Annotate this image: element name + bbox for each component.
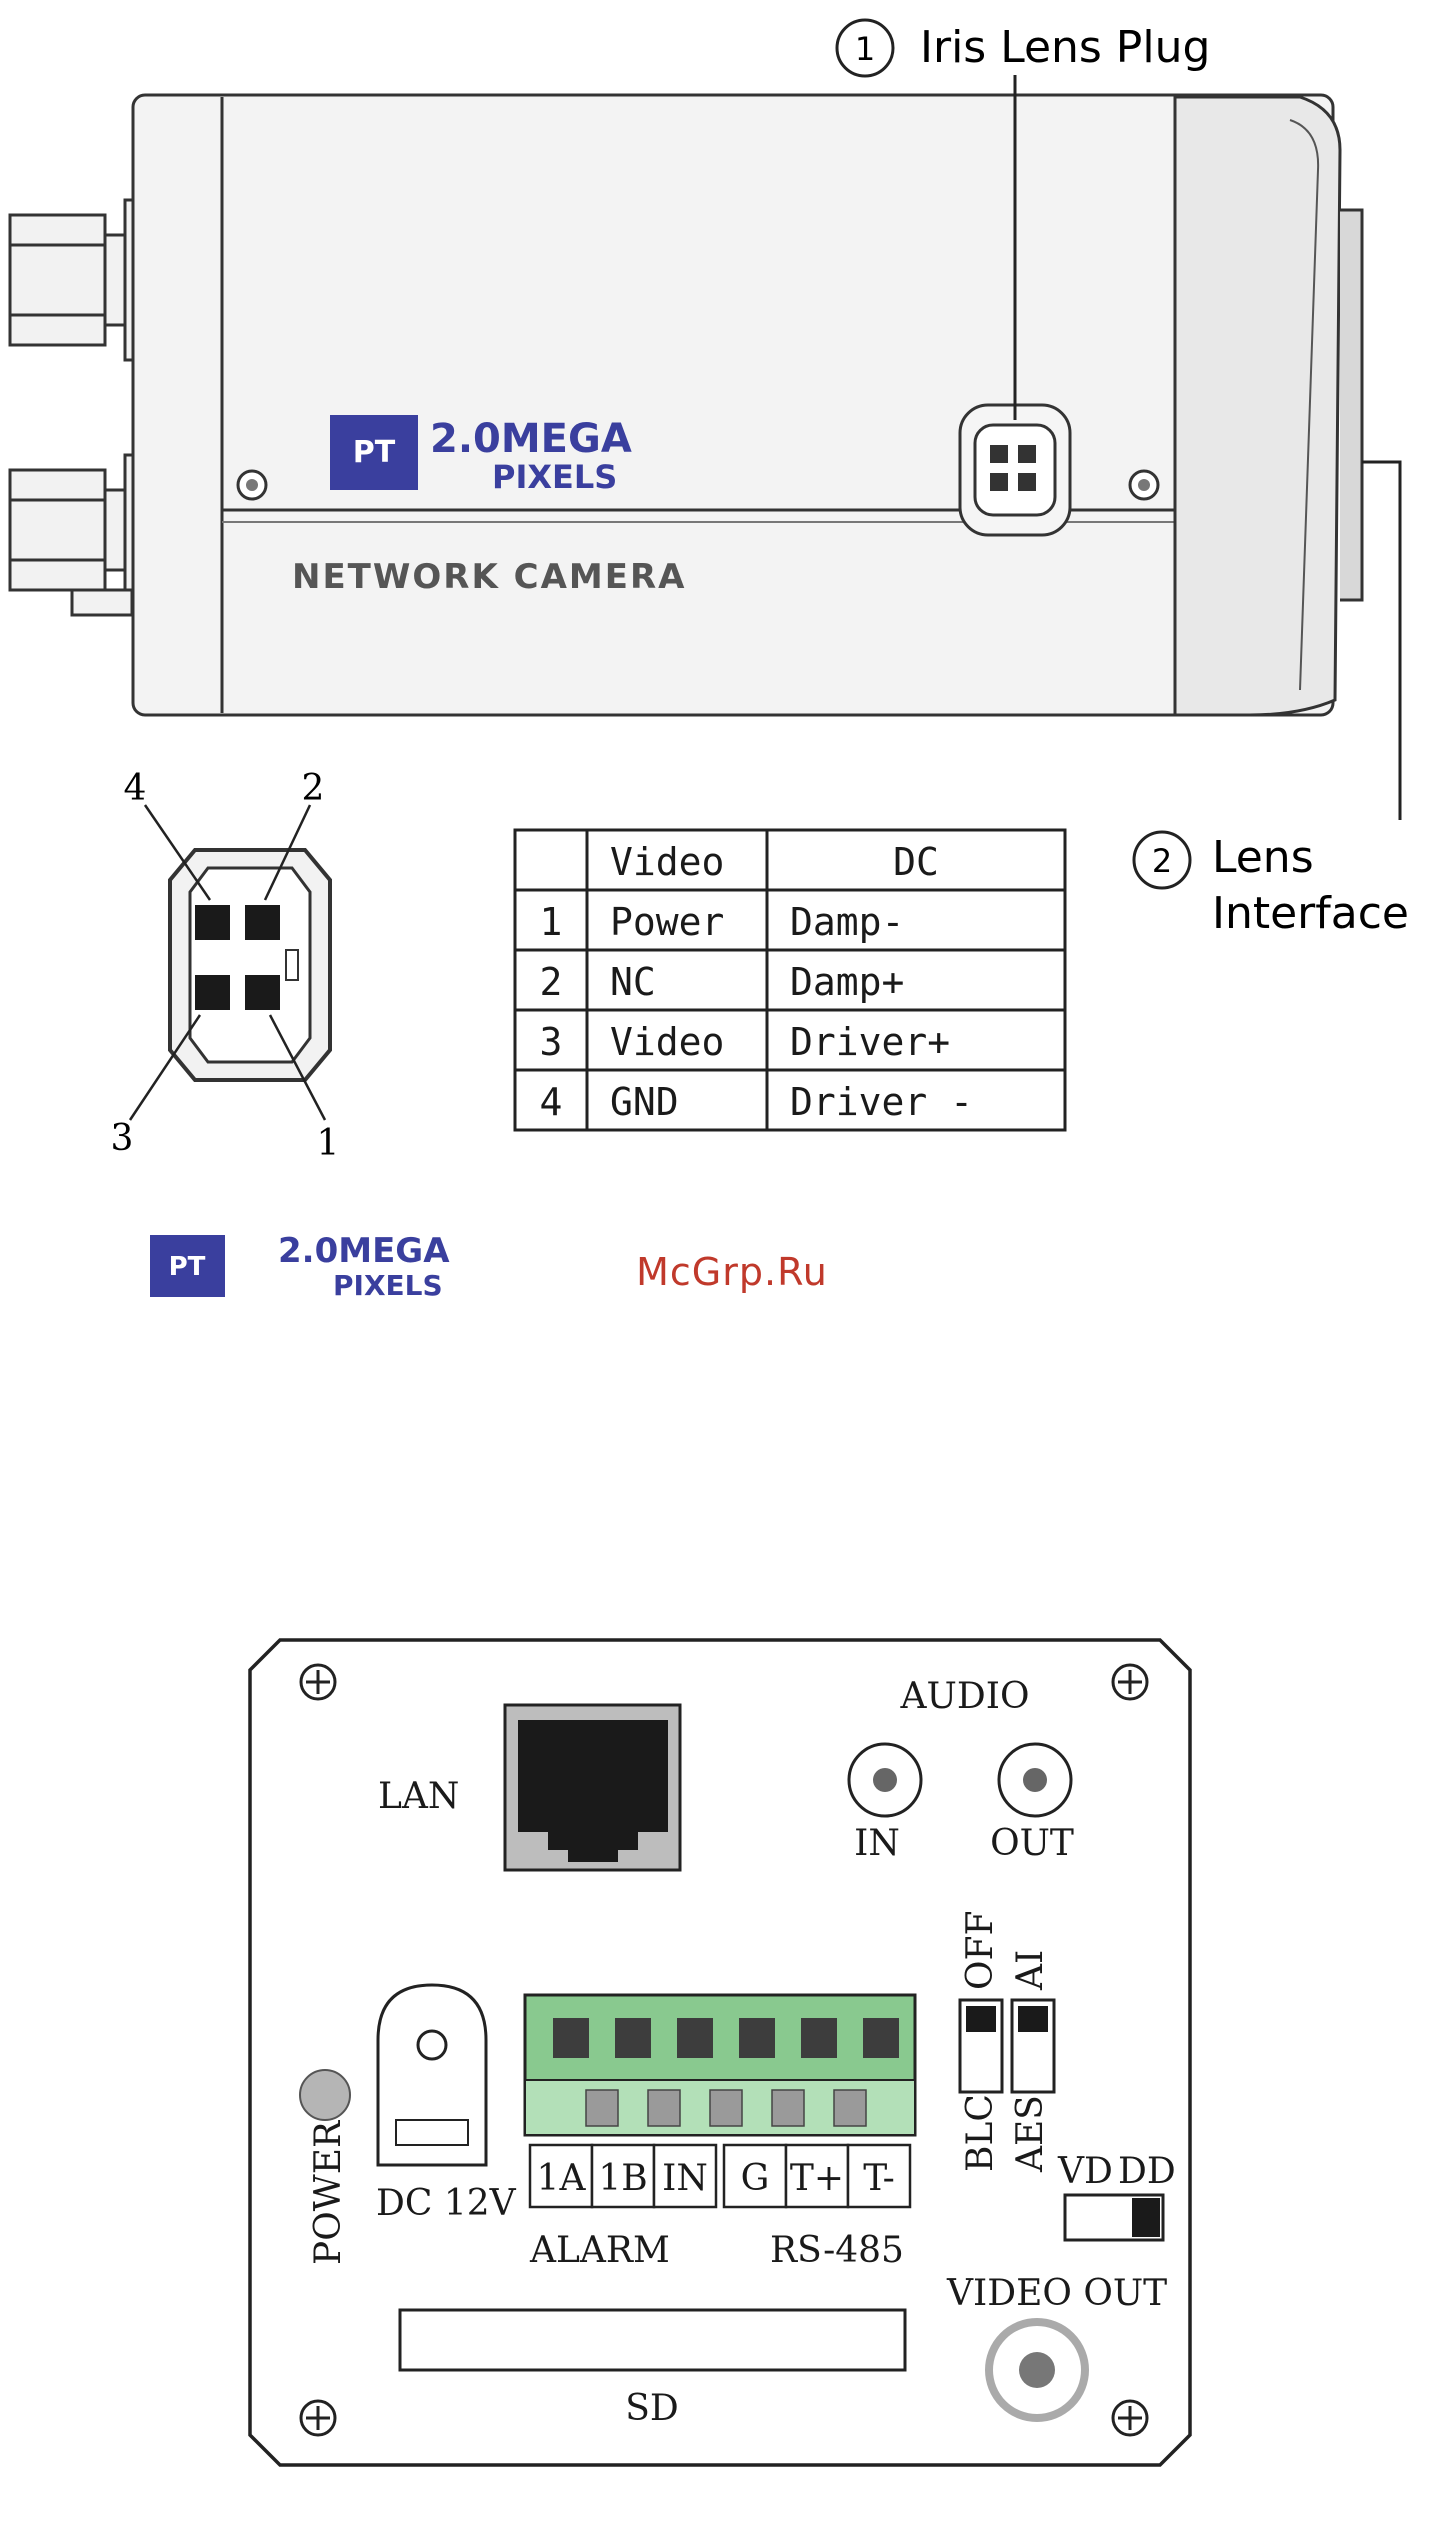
dc-12v-label: DC 12V — [376, 2183, 517, 2224]
audio-in-jack — [849, 1744, 921, 1816]
callout-iris-number: 1 — [855, 30, 875, 68]
switch-ai-label: AI — [1010, 1950, 1051, 1991]
lan-label: LAN — [378, 1776, 459, 1817]
rear-panel — [250, 1640, 1190, 2465]
terminal-tplus-label: T+ — [790, 2158, 844, 2199]
plug-pinout: 4 2 3 1 — [111, 768, 340, 1164]
small-logo: PT 2.0MEGA PIXELS — [150, 1231, 450, 1302]
power-led — [300, 2070, 350, 2120]
audio-out-jack — [999, 1744, 1071, 1816]
table-cell: 1 — [540, 900, 563, 944]
pin-4-square — [195, 905, 230, 940]
dd-label: DD — [1118, 2151, 1176, 2192]
video-out-label: VIDEO OUT — [946, 2273, 1167, 2314]
pin-label-1: 1 — [317, 1123, 340, 1164]
logo-line2: PIXELS — [492, 458, 617, 496]
terminal-g-label: G — [741, 2158, 770, 2199]
terminal-in-label: IN — [662, 2158, 708, 2199]
camera-body — [133, 95, 1362, 715]
sd-label: SD — [625, 2388, 679, 2429]
alarm-label: ALARM — [529, 2230, 670, 2271]
table-cell: Damp- — [790, 900, 904, 944]
callout-lens-label-2: Interface — [1212, 888, 1409, 939]
dip-switch-aes — [1012, 2000, 1054, 2092]
pin-1-square — [245, 975, 280, 1010]
audio-in-label: IN — [854, 1823, 900, 1864]
switch-off-label: OFF — [960, 1911, 1001, 1990]
small-logo-line1: 2.0MEGA — [278, 1231, 450, 1271]
pin-table-text: Video DC 1 Power Damp- 2 NC Damp+ 3 Vide… — [540, 840, 973, 1124]
table-header-dc: DC — [893, 840, 939, 884]
table-cell: NC — [610, 960, 656, 1004]
table-cell: Video — [610, 1020, 724, 1064]
audio-label: AUDIO — [900, 1676, 1030, 1717]
vd-dd-switch — [1065, 2195, 1163, 2240]
pin-3-square — [195, 975, 230, 1010]
table-cell: Driver+ — [790, 1020, 950, 1064]
pin-label-3: 3 — [111, 1118, 134, 1159]
power-label: POWER — [308, 2120, 349, 2265]
table-cell: GND — [610, 1080, 679, 1124]
callout-lens-number: 2 — [1152, 842, 1172, 880]
table-cell: 2 — [540, 960, 563, 1004]
logo-line1: 2.0MEGA — [430, 416, 632, 462]
table-cell: Driver - — [790, 1080, 973, 1124]
switch-blc-label: BLC — [960, 2094, 1001, 2172]
switch-aes-label: AES — [1010, 2095, 1051, 2173]
model-text: NETWORK CAMERA — [292, 557, 686, 597]
audio-out-label: OUT — [990, 1823, 1074, 1864]
table-cell: Power — [610, 900, 724, 944]
pin-label-4: 4 — [124, 768, 147, 809]
video-out-connector — [989, 2322, 1085, 2418]
lan-port — [505, 1705, 680, 1870]
table-cell: 3 — [540, 1020, 563, 1064]
pin-2-square — [245, 905, 280, 940]
terminal-1b-label: 1B — [598, 2158, 647, 2199]
table-cell: Damp+ — [790, 960, 904, 1004]
table-header-video: Video — [610, 840, 724, 884]
vd-label: VD — [1057, 2151, 1113, 2192]
bnc-connector-top — [10, 200, 133, 360]
terminal-tminus-label: T- — [863, 2158, 895, 2199]
bnc-connector-bottom — [10, 455, 133, 615]
logo-mark: PT — [353, 435, 396, 470]
small-logo-line2: PIXELS — [333, 1269, 443, 1302]
rs485-label: RS-485 — [770, 2230, 904, 2271]
camera-side-view: PT 2.0MEGA PIXELS NETWORK CAMERA 1 Iris … — [10, 20, 1409, 939]
pin-label-2: 2 — [302, 768, 325, 809]
table-cell: 4 — [540, 1080, 563, 1124]
sd-card-slot — [400, 2310, 905, 2370]
watermark: McGrp.Ru — [636, 1250, 828, 1294]
callout-lens-label-1: Lens — [1212, 832, 1314, 883]
dip-switch-blc — [960, 2000, 1002, 2092]
iris-lens-plug-socket — [960, 405, 1070, 535]
callout-iris-label: Iris Lens Plug — [920, 22, 1210, 73]
terminal-1a-label: 1A — [537, 2158, 587, 2199]
small-logo-mark: PT — [169, 1252, 206, 1282]
dc-power-jack — [378, 1985, 486, 2165]
